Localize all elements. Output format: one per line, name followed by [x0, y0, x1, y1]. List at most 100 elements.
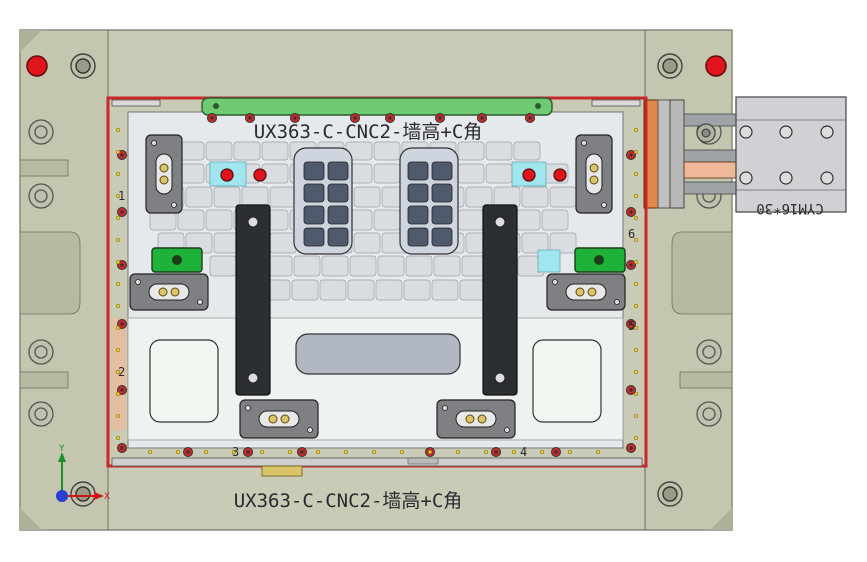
keycap: [213, 186, 241, 208]
trackpad-windows: [149, 333, 602, 423]
screw-icon: [435, 113, 445, 123]
screw-icon: [626, 150, 636, 160]
number-left-mid: 2: [118, 365, 125, 379]
pad-cell: [327, 205, 349, 225]
keycap: [205, 141, 233, 161]
keycap: [293, 255, 321, 277]
pad-cell: [303, 227, 325, 247]
pad-cell: [327, 227, 349, 247]
number-bottom-right: 4: [520, 445, 527, 459]
keycap: [347, 279, 375, 301]
keycap: [403, 279, 431, 301]
red-pin-icon: [220, 168, 567, 182]
locating-dot: [287, 449, 293, 455]
screw-icon: [183, 447, 193, 457]
locating-dot: [633, 369, 639, 375]
keycap: [291, 279, 319, 301]
clamp-blocks: [129, 134, 626, 439]
locating-dot: [115, 259, 121, 265]
screw-icon: [350, 113, 360, 123]
bottom-strip: [111, 457, 643, 477]
keycap: [521, 186, 549, 208]
screw-icon: [551, 447, 561, 457]
cylinder-assembly: CYM16*30: [643, 96, 847, 216]
vacuum-pads: [293, 147, 459, 255]
locating-dot: [147, 449, 153, 455]
screw-icon: [626, 260, 636, 270]
corner-fixtures: [26, 53, 727, 507]
number-right-mid: 5: [628, 319, 635, 333]
locating-dot: [455, 449, 461, 455]
screw-icon: [626, 319, 636, 329]
keycap: [493, 186, 521, 208]
locating-dot: [539, 449, 545, 455]
locating-dot: [567, 449, 573, 455]
keycap: [549, 232, 577, 254]
red-pin-icon: [26, 55, 48, 77]
clamp-block: [575, 134, 613, 214]
keycap: [209, 255, 237, 277]
keycap: [459, 279, 487, 301]
region-numbers: 1 2 6 5 3 4: [118, 189, 635, 459]
keycap: [375, 279, 403, 301]
keycap: [465, 186, 493, 208]
keycap: [431, 279, 459, 301]
locating-dot: [259, 449, 265, 455]
screw-icon: [739, 125, 834, 185]
keycap: [373, 209, 401, 231]
screw-icon: [245, 113, 255, 123]
screw-hole-icon: [657, 53, 683, 79]
cyan-pin-pads: [209, 161, 567, 273]
pad-cell: [407, 161, 429, 181]
locating-dot: [115, 171, 121, 177]
screw-hole-icon: [70, 53, 96, 79]
screw-icon: [525, 113, 535, 123]
keycap: [269, 232, 297, 254]
clamp-block: [436, 399, 516, 439]
number-right-top: 6: [628, 227, 635, 241]
keycap: [457, 141, 485, 161]
screw-icon: [491, 447, 501, 457]
keycap: [241, 186, 269, 208]
axis-y-label: Y: [58, 444, 65, 454]
locating-dot: [633, 149, 639, 155]
locating-dot: [115, 193, 121, 199]
locating-dot: [115, 435, 121, 441]
locating-dot: [175, 449, 181, 455]
clamp-block: [546, 273, 626, 311]
locating-dot: [115, 149, 121, 155]
screw-icon: [626, 385, 636, 395]
screw-icon: [117, 260, 127, 270]
pad-cell: [303, 161, 325, 181]
keycap: [377, 255, 405, 277]
number-bottom-left: 3: [232, 445, 239, 459]
keycap: [549, 186, 577, 208]
locating-dot: [115, 347, 121, 353]
pad-cell: [431, 183, 453, 203]
locating-dot: [633, 127, 639, 133]
green-blocks: [151, 247, 626, 273]
locating-dot: [633, 413, 639, 419]
pad-cell: [303, 205, 325, 225]
keycap: [233, 141, 261, 161]
keycap: [261, 141, 289, 161]
locating-dot: [633, 347, 639, 353]
screw-icon: [117, 207, 127, 217]
keycap: [373, 163, 401, 184]
red-pin-icon: [705, 55, 727, 77]
locating-dot: [633, 215, 639, 221]
keycap: [185, 186, 213, 208]
keycap: [433, 255, 461, 277]
locating-dot: [483, 449, 489, 455]
locating-dot: [115, 303, 121, 309]
keycap: [513, 209, 541, 231]
keycap: [521, 232, 549, 254]
locating-dot: [595, 449, 601, 455]
pad-cell: [431, 161, 453, 181]
keycap: [485, 141, 513, 161]
locating-dot: [633, 435, 639, 441]
cylinder-label: CYM16*30: [756, 200, 823, 216]
pad-cell: [303, 183, 325, 203]
clamp-block: [145, 134, 183, 214]
